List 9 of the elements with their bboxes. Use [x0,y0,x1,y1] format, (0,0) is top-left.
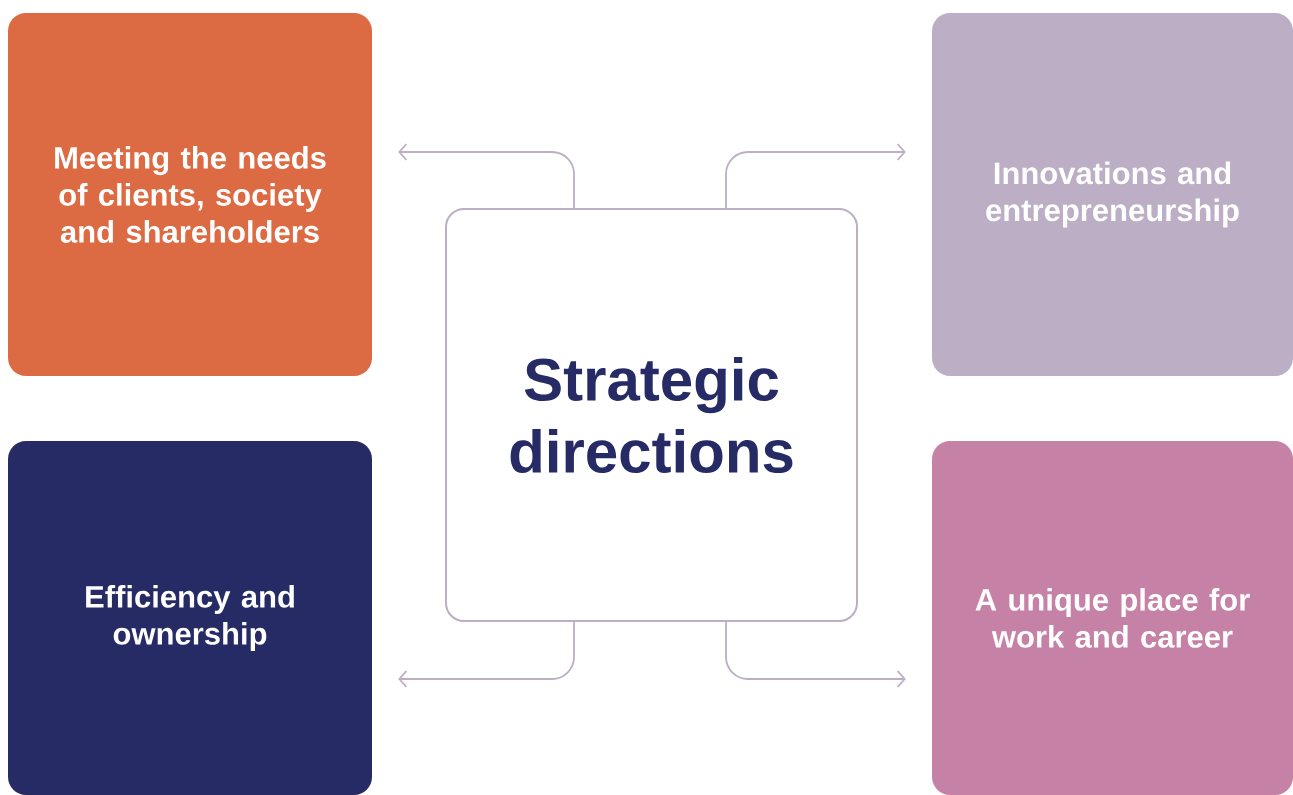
arrow [398,621,575,688]
arrow [398,143,575,209]
topic-box: Meeting the needs of clients, society and shareholders [8,13,372,376]
arrow [725,621,906,688]
topic-box: Innovations and entrepreneurship [932,13,1293,376]
topic-box: Efficiency and ownership [8,441,372,795]
center-box: Strategic directions [445,208,858,622]
arrow [725,143,906,209]
topic-box: A unique place for work and career [932,441,1293,795]
